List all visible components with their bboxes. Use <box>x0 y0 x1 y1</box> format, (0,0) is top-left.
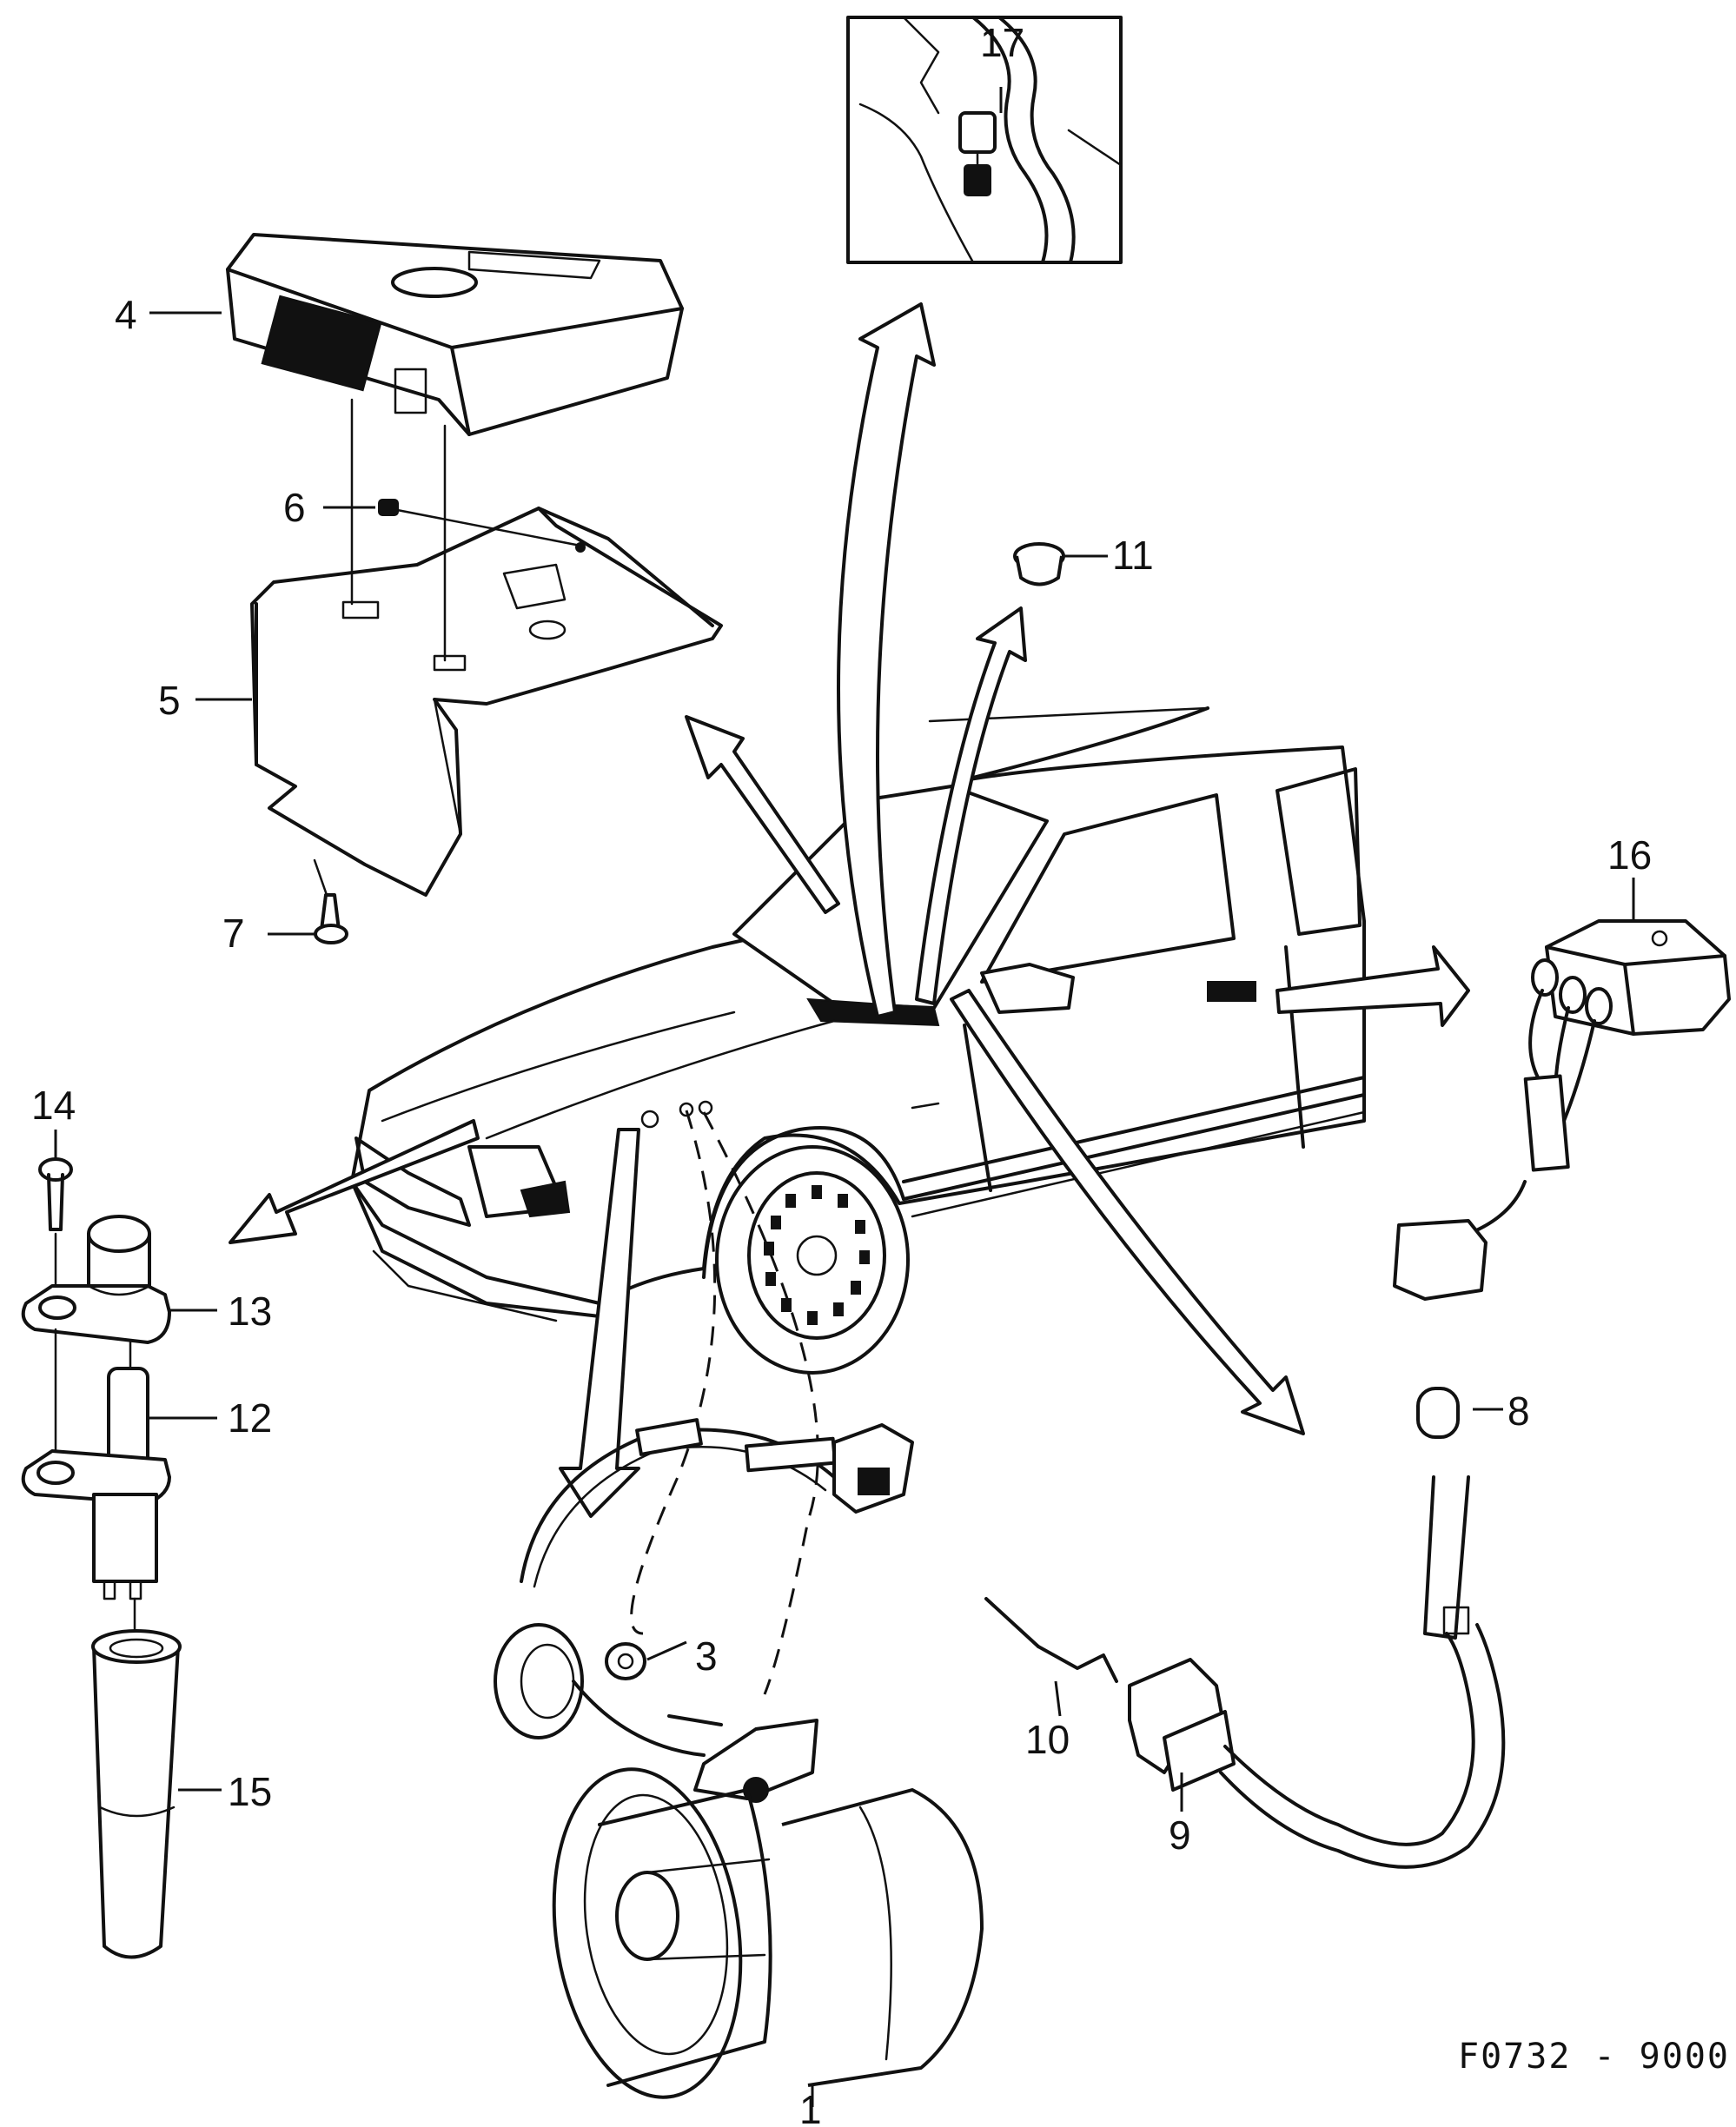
callout-4: 4 <box>115 292 137 337</box>
control-unit-icon <box>226 233 684 436</box>
grommet-icon <box>1013 542 1065 586</box>
connector-inset <box>846 16 1123 264</box>
drawing-code: F0732 - 9000 <box>1458 2037 1730 2077</box>
car-icon <box>350 706 1366 1375</box>
screw-icon <box>378 499 399 516</box>
hood-switch-icon <box>21 1157 182 1959</box>
flow-arrows <box>229 302 1470 1518</box>
callout-10: 10 <box>1025 1717 1070 1762</box>
callout-8: 8 <box>1507 1388 1530 1434</box>
callout-1: 1 <box>799 2087 822 2127</box>
callout-17: 17 <box>980 20 1024 65</box>
callout-12: 12 <box>228 1395 272 1441</box>
callout-5: 5 <box>158 678 181 723</box>
callout-14: 14 <box>31 1083 76 1128</box>
callout-6: 6 <box>283 485 306 530</box>
siren-icon <box>494 1418 984 2099</box>
bracket-icon <box>250 398 723 897</box>
callout-9: 9 <box>1169 1812 1191 1858</box>
callout-13: 13 <box>228 1289 272 1334</box>
callout-16: 16 <box>1607 832 1652 878</box>
callout-15: 15 <box>228 1769 272 1814</box>
callout-11: 11 <box>1112 533 1154 578</box>
screw-icon <box>313 858 348 944</box>
callout-3: 3 <box>695 1633 718 1679</box>
leader-lines <box>54 311 1635 2107</box>
connector-icon <box>984 1387 1506 1869</box>
door-switch-icon <box>1393 919 1731 1301</box>
callout-labels: 1 3 4 5 6 7 8 9 10 11 12 13 14 15 16 17 <box>31 20 1652 2127</box>
callout-7: 7 <box>222 911 245 956</box>
